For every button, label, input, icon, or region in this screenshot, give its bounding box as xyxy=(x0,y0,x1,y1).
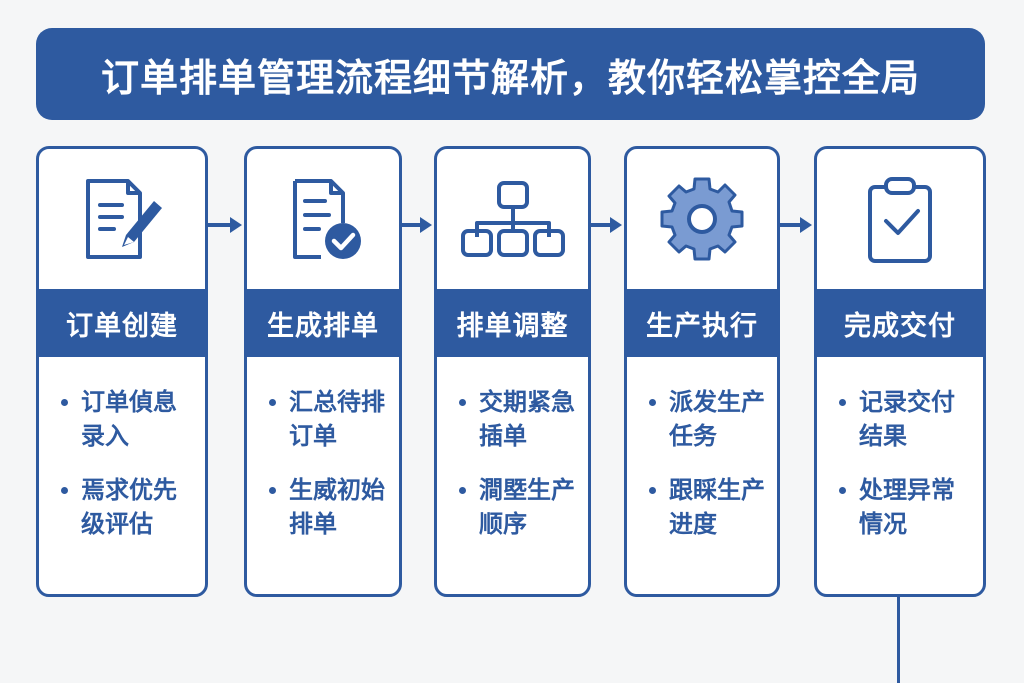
bullet-item: 澗塈生产顺序 xyxy=(459,473,578,541)
step-card-order-creation: 订单创建 订单偵息录入 焉求优先级评估 xyxy=(36,146,208,597)
step-label-band: 排单调整 xyxy=(437,289,588,357)
flow-arrow xyxy=(402,217,434,233)
connector-line xyxy=(897,596,900,683)
bullet-item: 跟睬生产进度 xyxy=(649,473,767,541)
bullet-list: 订单偵息录入 焉求优先级评估 xyxy=(39,385,205,561)
step-label-band: 生产执行 xyxy=(627,289,777,357)
step-label: 生产执行 xyxy=(646,310,758,342)
bullet-item: 焉求优先级评估 xyxy=(61,473,195,541)
step-card-production-execution: 生产执行 派发生产任务 跟睬生产进度 xyxy=(624,146,780,597)
icon-area xyxy=(817,149,983,289)
step-label: 订单创建 xyxy=(66,310,178,342)
hierarchy-icon xyxy=(460,181,565,257)
bullet-item: 汇总待排订单 xyxy=(269,385,389,453)
step-label: 排单调整 xyxy=(456,310,569,342)
bullet-item: 订单偵息录入 xyxy=(61,385,195,453)
step-label-band: 完成交付 xyxy=(817,289,983,357)
bullet-list: 交期紧急插单 澗塈生产顺序 xyxy=(437,385,588,561)
document-check-icon xyxy=(293,179,361,259)
step-card-schedule-adjust: 排单调整 交期紧急插单 澗塈生产顺序 xyxy=(434,146,591,597)
flow-arrow xyxy=(208,217,244,233)
bullet-item: 派发生产任务 xyxy=(649,385,767,453)
gear-icon xyxy=(660,177,744,261)
bullet-item: 生威初始排单 xyxy=(269,473,389,541)
icon-area xyxy=(39,149,205,289)
step-card-delivery-complete: 完成交付 记录交付结果 处理异常情况 xyxy=(814,146,986,597)
flow-arrow xyxy=(591,217,624,233)
step-label-band: 订单创建 xyxy=(39,289,205,357)
icon-area xyxy=(247,149,399,289)
clipboard-check-icon xyxy=(868,177,932,263)
bullet-item: 处理异常情况 xyxy=(839,473,973,541)
step-label: 完成交付 xyxy=(844,310,956,342)
bullet-item: 记录交付结果 xyxy=(839,385,973,453)
page-title: 订单排单管理流程细节解析，教你轻松掌控全局 xyxy=(100,55,920,100)
icon-area xyxy=(437,149,588,289)
title-banner: 订单排单管理流程细节解析，教你轻松掌控全局 xyxy=(36,28,985,120)
flow-arrow xyxy=(780,217,814,233)
document-edit-icon xyxy=(86,179,162,259)
bullet-list: 记录交付结果 处理异常情况 xyxy=(817,385,983,561)
step-card-generate-schedule: 生成排单 汇总待排订单 生威初始排单 xyxy=(244,146,402,597)
bullet-list: 汇总待排订单 生威初始排单 xyxy=(247,385,399,561)
bullet-item: 交期紧急插单 xyxy=(459,385,578,453)
icon-area xyxy=(627,149,777,289)
bullet-list: 派发生产任务 跟睬生产进度 xyxy=(627,385,777,561)
step-label: 生成排单 xyxy=(267,310,379,342)
step-label-band: 生成排单 xyxy=(247,289,399,357)
